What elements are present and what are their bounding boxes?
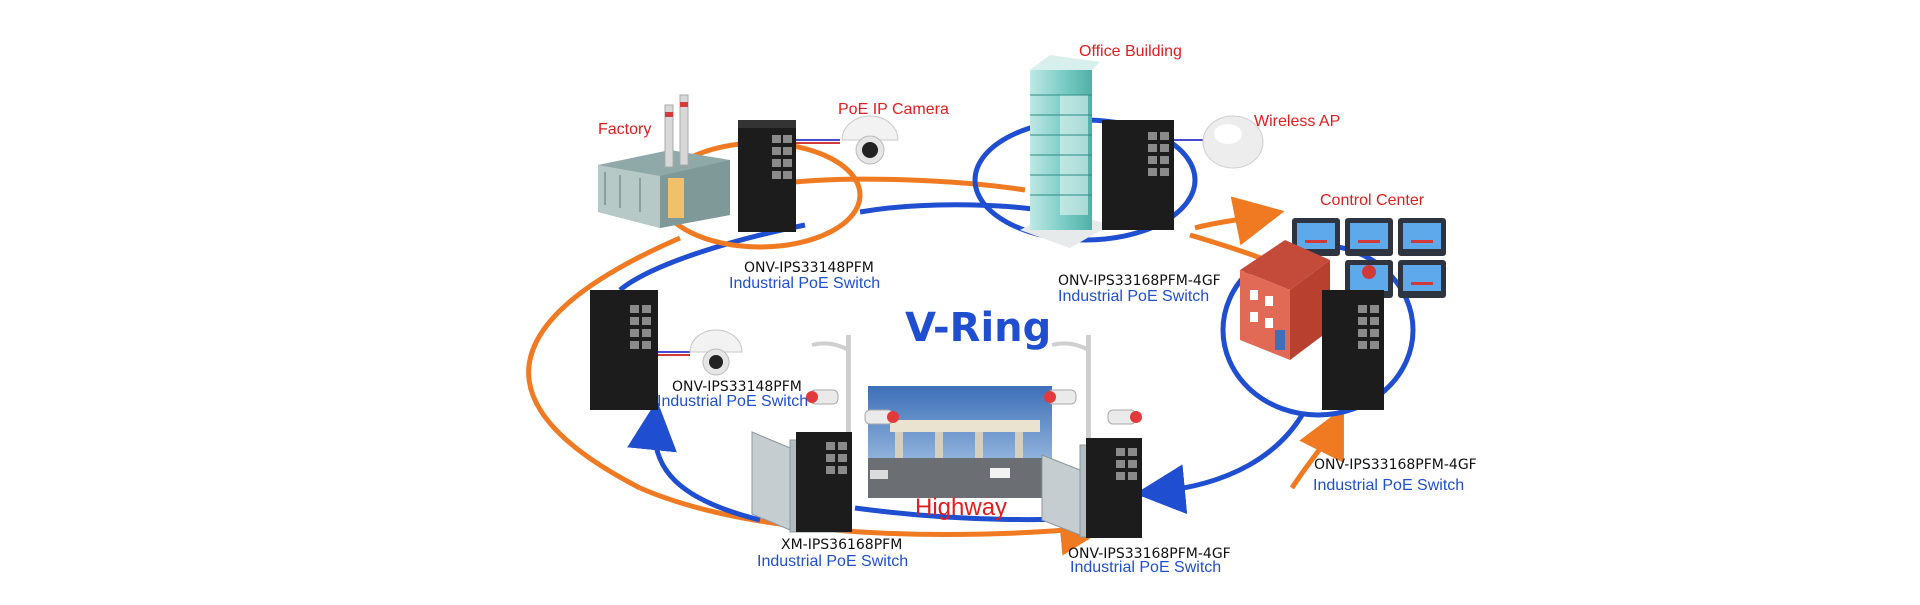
office-building-label: Office Building bbox=[1079, 43, 1182, 60]
poe-camera-factory-icon bbox=[796, 115, 899, 165]
camera-pole-left-icon bbox=[806, 335, 899, 460]
highway-label: Highway bbox=[915, 494, 1008, 521]
control-center-building-icon bbox=[1240, 240, 1330, 360]
switch-highway-right-icon bbox=[1086, 438, 1142, 538]
control-center-label: Control Center bbox=[1320, 192, 1425, 209]
office-building-icon bbox=[1020, 55, 1110, 248]
outer-ring-orange bbox=[526, 176, 1344, 556]
switch-office-icon bbox=[1102, 120, 1174, 230]
switch-factory-model: ONV-IPS33148PFM bbox=[744, 260, 874, 276]
switch-left-icon bbox=[590, 290, 658, 410]
diagram-title: V-Ring bbox=[905, 305, 1052, 351]
camera-pole-right-icon bbox=[1044, 335, 1142, 460]
poe-camera-left-icon bbox=[658, 329, 743, 376]
switch-office-model: ONV-IPS33168PFM-4GF bbox=[1058, 273, 1221, 289]
switch-highway-left-model: XM-IPS36168PFM bbox=[781, 537, 903, 553]
switch-control-center-type: Industrial PoE Switch bbox=[1313, 477, 1465, 494]
highway-toll-scene bbox=[868, 386, 1052, 498]
switch-highway-left-type: Industrial PoE Switch bbox=[757, 553, 909, 570]
switch-left-type: Industrial PoE Switch bbox=[657, 393, 809, 410]
control-center-screens-icon bbox=[1292, 218, 1446, 298]
wireless-ap-label: Wireless AP bbox=[1254, 113, 1341, 130]
switch-left-model: ONV-IPS33148PFM bbox=[672, 379, 802, 395]
switch-control-center-model: ONV-IPS33168PFM-4GF bbox=[1314, 457, 1477, 473]
switch-control-center-icon bbox=[1322, 290, 1384, 410]
switch-highway-right-type: Industrial PoE Switch bbox=[1070, 559, 1222, 576]
wireless-ap-icon bbox=[1174, 115, 1264, 169]
switch-factory-type: Industrial PoE Switch bbox=[729, 275, 881, 292]
switch-highway-left-icon bbox=[796, 432, 852, 532]
switch-highway-right-model: ONV-IPS33168PFM-4GF bbox=[1068, 546, 1231, 562]
switch-office-type: Industrial PoE Switch bbox=[1058, 288, 1210, 305]
poe-camera-label: PoE IP Camera bbox=[838, 101, 949, 118]
switch-factory-icon bbox=[738, 120, 796, 232]
factory-building-icon bbox=[598, 94, 730, 228]
factory-label: Factory bbox=[598, 121, 652, 138]
